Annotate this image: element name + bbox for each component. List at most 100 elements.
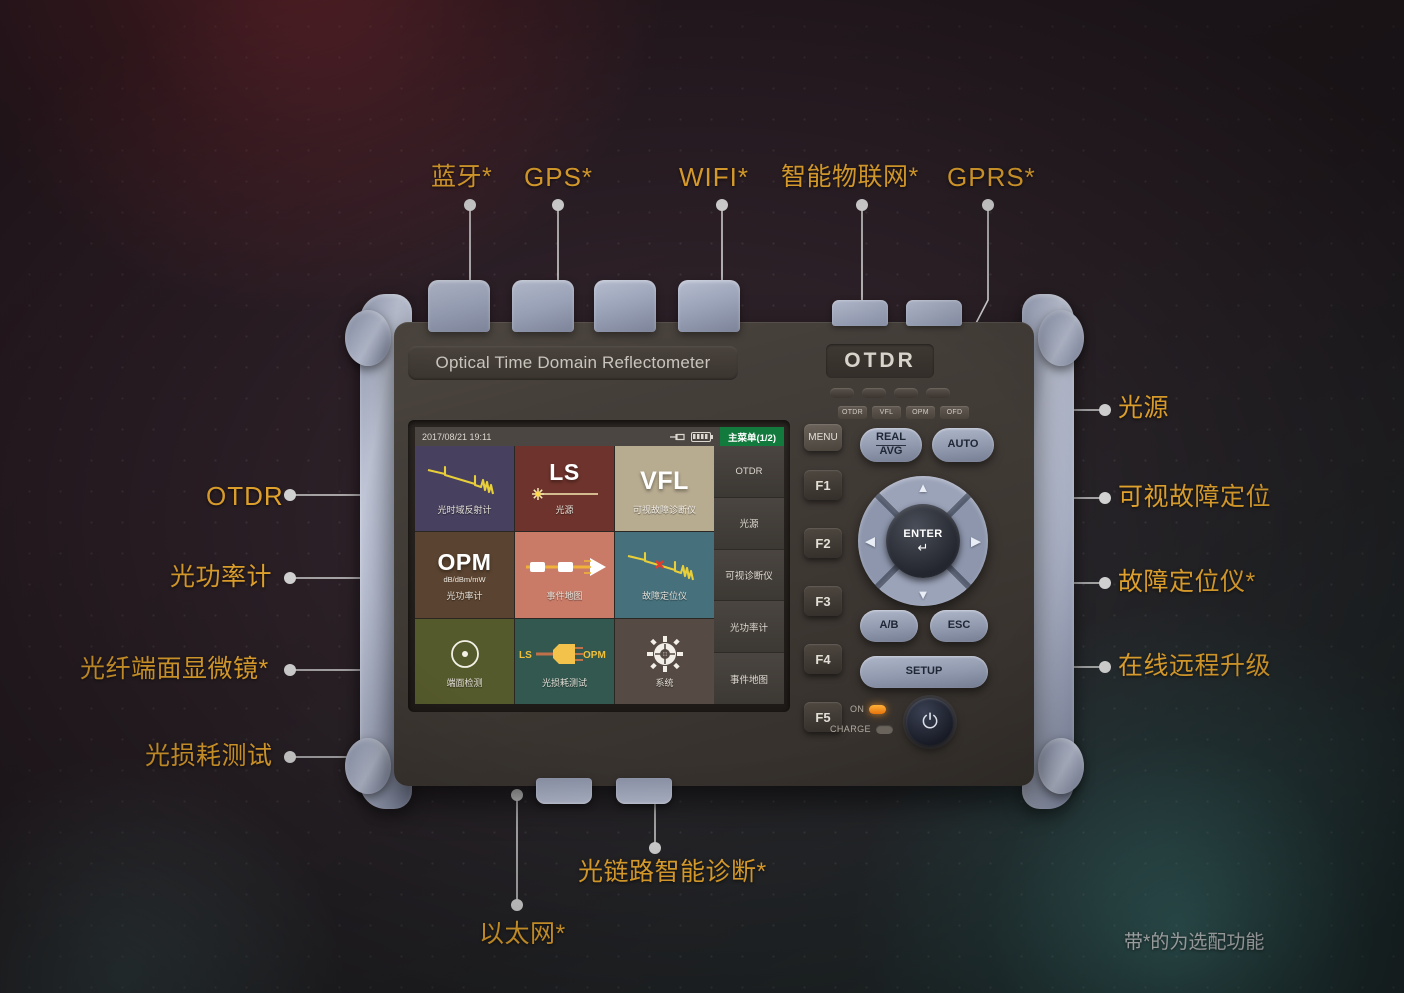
top-button-3[interactable] — [894, 388, 918, 398]
tile-otdr[interactable]: 光时域反射计 — [415, 446, 514, 532]
svg-text:LS: LS — [519, 650, 532, 661]
on-indicator: ON — [850, 704, 887, 714]
bumper-knob-top-left — [345, 310, 391, 366]
f2-button[interactable]: F2 — [804, 528, 842, 558]
avg-label: AVG — [879, 445, 903, 457]
arrow-up-icon[interactable]: ▲ — [916, 480, 930, 495]
gear-icon — [615, 634, 714, 674]
power-button[interactable]: ⏻ — [906, 698, 954, 746]
enter-button[interactable]: ENTER ↵ — [886, 504, 960, 578]
tile-label: 光时域反射计 — [437, 505, 492, 516]
fault-trace-icon — [615, 547, 714, 587]
badge-text: OTDR — [844, 349, 916, 372]
callout-otdr: OTDR — [206, 481, 284, 511]
top-button-4[interactable] — [926, 388, 950, 398]
charge-indicator: CHARGE — [830, 724, 893, 734]
tile-fault-locator[interactable]: 故障定位仪 — [615, 532, 714, 618]
nameplate-text: Optical Time Domain Reflectometer — [435, 353, 711, 372]
tile-big-text: VFL — [640, 466, 689, 495]
bottom-port-cover-2[interactable] — [616, 778, 672, 804]
tile-system[interactable]: 系统 — [615, 618, 714, 704]
tile-label: 光功率计 — [446, 591, 483, 602]
tile-light-source[interactable]: LS — [515, 446, 614, 532]
callout-opm: 光功率计 — [170, 563, 273, 591]
otdr-trace-icon — [415, 461, 514, 501]
tile-event-map[interactable]: 事件地图 — [515, 532, 614, 618]
screen-bezel: 2017/08/21 19:11 主菜单(1/2) — [408, 420, 790, 712]
esc-button[interactable]: ESC — [930, 610, 988, 642]
tile-vfl[interactable]: VFL 可视故障诊断仪 — [615, 446, 714, 532]
callout-ethernet: 以太网* — [479, 920, 566, 948]
tile-sub-text: dB/dBm/mW — [443, 574, 486, 584]
auto-button[interactable]: AUTO — [932, 428, 994, 462]
tile-big-text: LS — [549, 459, 580, 486]
vfl-text-icon: VFL — [615, 461, 714, 501]
port-cap-3[interactable] — [594, 280, 656, 332]
bumper-knob-bottom-right — [1038, 738, 1084, 794]
screen-softkey-column: OTDR 光源 可视诊断仪 光功率计 事件地图 — [714, 446, 784, 704]
endface-icon — [415, 634, 514, 674]
arrow-left-icon[interactable]: ◀ — [865, 533, 875, 549]
light-source-icon: LS — [515, 461, 614, 501]
device-nameplate: Optical Time Domain Reflectometer — [408, 346, 738, 380]
bumper-knob-top-right — [1038, 310, 1084, 366]
directional-pad[interactable]: ▲ ▼ ◀ ▶ ENTER ↵ — [858, 476, 988, 606]
callout-gprs: GPRS* — [947, 162, 1036, 192]
menu-button[interactable]: MENU — [804, 424, 842, 451]
top-button-2[interactable] — [862, 388, 886, 398]
tile-label: 事件地图 — [546, 591, 583, 602]
led-vfl: VFL — [872, 406, 901, 419]
opm-text-icon: OPM dB/dBm/mW — [415, 547, 514, 587]
tile-loss-test[interactable]: LS OPM — [515, 618, 614, 704]
device-screen[interactable]: 2017/08/21 19:11 主菜单(1/2) — [415, 427, 784, 704]
tile-big-text: OPM — [437, 548, 492, 575]
tile-label: 端面检测 — [446, 677, 483, 688]
ab-button[interactable]: A/B — [860, 610, 918, 642]
callout-smart-diagnosis: 光链路智能诊断* — [578, 858, 767, 886]
optional-feature-footnote: 带*的为选配功能 — [1124, 932, 1265, 953]
mini-port-cap-1[interactable] — [832, 300, 888, 326]
bottom-port-cover-1[interactable] — [536, 778, 592, 804]
event-map-icon — [515, 547, 614, 587]
main-menu-tile-grid: 光时域反射计 LS — [415, 446, 714, 704]
softkey-event-map[interactable]: 事件地图 — [714, 653, 784, 704]
led-opm: OPM — [906, 406, 935, 419]
f5-button[interactable]: F5 — [804, 702, 842, 732]
charge-label: CHARGE — [830, 724, 871, 734]
softkey-light-source[interactable]: 光源 — [714, 497, 784, 549]
f4-button[interactable]: F4 — [804, 644, 842, 674]
setup-button[interactable]: SETUP — [860, 656, 988, 688]
tile-label: 故障定位仪 — [641, 591, 687, 602]
softkey-otdr[interactable]: OTDR — [714, 446, 784, 497]
tile-label: 光源 — [555, 505, 574, 516]
f3-button[interactable]: F3 — [804, 586, 842, 616]
battery-icon — [690, 431, 713, 442]
real-avg-button[interactable]: REAL AVG — [860, 428, 922, 462]
softkey-vfl[interactable]: 可视诊断仪 — [714, 549, 784, 601]
loss-test-icon: LS OPM — [515, 634, 614, 674]
port-cap-1[interactable] — [428, 280, 490, 332]
top-button-1[interactable] — [830, 388, 854, 398]
arrow-down-icon[interactable]: ▼ — [916, 587, 930, 602]
callout-remote-upgrade: 在线远程升级 — [1118, 652, 1272, 680]
mini-port-cap-2[interactable] — [906, 300, 962, 326]
device-body: Optical Time Domain Reflectometer OTDR 2… — [394, 280, 1034, 804]
softkey-opm[interactable]: 光功率计 — [714, 601, 784, 653]
on-label: ON — [850, 704, 865, 714]
tile-label: 光损耗测试 — [541, 677, 587, 688]
port-cap-2[interactable] — [512, 280, 574, 332]
power-indicator-area: ON CHARGE ⏻ — [818, 698, 1018, 758]
led-otdr: OTDR — [838, 406, 867, 419]
tile-label: 可视故障诊断仪 — [632, 505, 696, 516]
charge-lamp-icon — [875, 724, 893, 734]
on-lamp-icon — [869, 704, 887, 714]
port-cap-4[interactable] — [678, 280, 740, 332]
callout-vfl: 可视故障定位 — [1118, 483, 1272, 511]
f1-button[interactable]: F1 — [804, 470, 842, 500]
tile-endface-inspection[interactable]: 端面检测 — [415, 618, 514, 704]
tile-opm[interactable]: OPM dB/dBm/mW 光功率计 — [415, 532, 514, 618]
arrow-right-icon[interactable]: ▶ — [971, 533, 981, 549]
device-model-badge: OTDR — [826, 344, 934, 378]
screen-main-area: 光时域反射计 LS — [415, 446, 784, 704]
